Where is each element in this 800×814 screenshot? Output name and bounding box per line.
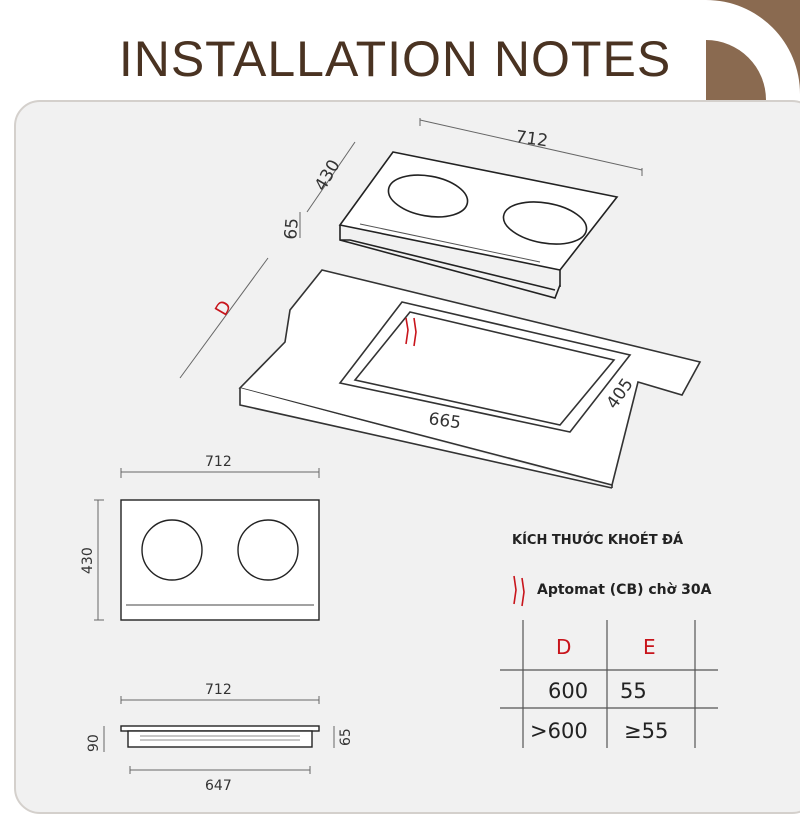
top-view [120,499,320,621]
table-cell-d1: 600 [548,679,588,703]
table-cell-d2: >600 [530,719,588,743]
side-left-height-label: 90 [86,734,102,752]
side-right-height-label: 65 [338,728,354,746]
side-bottom-width-label: 647 [205,778,232,794]
side-view-vents [140,735,300,741]
page-title: INSTALLATION NOTES [118,31,672,87]
legend-cable-icon [513,575,525,607]
power-cable-icon [405,317,417,347]
iso-d-label: D [211,297,236,320]
cb-note: Aptomat (CB) chờ 30A [537,582,712,598]
iso-height-label: 65 [281,217,303,240]
cutout-width-label: 665 [427,409,462,433]
table-grid [500,620,718,748]
side-view [120,725,320,748]
iso-hob-controls [359,223,541,263]
side-view-dimension-lines [103,696,335,774]
iso-width-label: 712 [514,127,549,151]
table-header-d: D [556,635,571,659]
countertop [238,269,702,489]
table-header-e: E [643,635,656,659]
table-cell-e1: 55 [620,679,647,703]
top-width-label: 712 [205,454,232,470]
table-cell-e2: ≥55 [624,719,668,743]
top-depth-label: 430 [80,547,96,574]
side-width-label: 712 [205,682,232,698]
top-view-dimension-lines [94,468,320,621]
cutout-heading: KÍCH THƯỚC KHOÉT ĐÁ [512,533,684,548]
iso-depth-label: 430 [311,156,345,194]
iso-hob [338,151,619,299]
